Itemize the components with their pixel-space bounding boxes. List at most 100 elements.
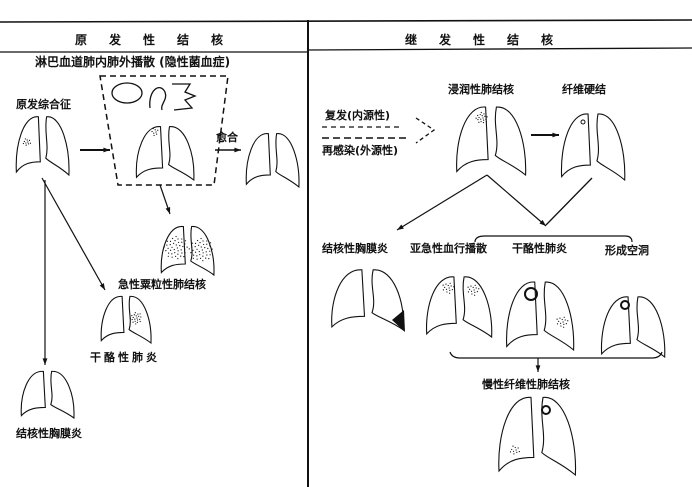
subacute-dots-l: [474, 291, 476, 293]
miliary-dots-l: [209, 245, 211, 247]
arrow-to-pleurisy-secondary-head: [397, 224, 404, 230]
miliary-dots-r: [177, 253, 179, 255]
miliary-dots-l: [206, 243, 208, 245]
chronic-dots: [516, 451, 518, 453]
ghon-focus: [25, 144, 27, 146]
caseous-dots: [134, 312, 136, 314]
spine-icon: [172, 83, 197, 111]
infiltrate-dots: [482, 117, 484, 119]
primary-header: 原发性结核: [75, 33, 246, 47]
lymph-node-icon: [111, 82, 143, 104]
arrow-to-caseous-head: [99, 283, 105, 290]
miliary-dots-l: [198, 250, 200, 253]
ghon-focus: [22, 142, 24, 145]
chronic-dots: [515, 449, 517, 451]
infiltrate-dots: [483, 119, 485, 121]
ghon-focus: [27, 141, 29, 143]
caseous-spread-dots: [560, 325, 562, 327]
miliary-dots-r: [177, 258, 179, 260]
infiltrate-dots: [486, 116, 488, 118]
miliary-dots-l: [204, 247, 206, 249]
infiltrate-dots: [477, 119, 479, 121]
caseous-dots: [135, 323, 137, 325]
pleural-effusion: [392, 310, 405, 332]
cavity-lungs-right-lung: [600, 296, 631, 356]
miliary-dots-l: [191, 246, 193, 248]
miliary-dots-r: [178, 241, 180, 244]
caseous-spread-dots: [567, 320, 569, 322]
dashed-arrowhead: [415, 117, 436, 144]
infiltrate-dots: [483, 113, 485, 115]
caseous-dots: [140, 316, 142, 318]
infiltrate-dots: [480, 120, 482, 123]
subacute-label: 亚急性血行播散: [410, 242, 487, 255]
arrow-to-miliary-head: [165, 207, 171, 214]
fibrotic-nodule: [580, 119, 586, 125]
miliary-dots-r: [171, 256, 173, 258]
miliary-lungs-right-lung: [160, 225, 186, 274]
subacute-dots-l: [472, 286, 474, 289]
miliary-dots-r: [173, 248, 175, 251]
dissemination-lungs-left-lung: [167, 126, 195, 182]
subacute-lungs-right-lung: [426, 276, 457, 336]
caseous-dots: [136, 321, 138, 323]
ghon-focus: [27, 143, 30, 145]
subacute-dots-l: [470, 285, 472, 287]
primary-pleurisy-label: 结核性胸膜炎: [16, 427, 82, 440]
caseous-dots: [129, 317, 131, 319]
caseous-spread-dots: [563, 323, 565, 325]
chronic-label: 慢性纤维性肺结核: [482, 378, 570, 391]
ghon-focus: [24, 138, 27, 140]
apical-focus: [153, 134, 155, 137]
miliary-dots-r: [174, 252, 176, 254]
chronic-dots: [517, 447, 519, 449]
miliary-dots-l: [194, 246, 196, 248]
miliary-dots-l: [200, 257, 202, 259]
miliary-dots-l: [205, 257, 207, 259]
miliary-dots-r: [171, 253, 173, 255]
chronic-dots: [511, 448, 513, 451]
arrow-to-dissemination-head: [103, 147, 110, 153]
fibrosis-branch-line: [545, 177, 593, 226]
primary-complex-label: 原发综合征: [16, 98, 71, 111]
miliary-dots-l: [188, 248, 190, 250]
primary-caseous-lungs-right-lung: [100, 295, 125, 342]
caseous-dots: [136, 319, 139, 321]
miliary-dots-l: [203, 243, 205, 246]
miliary-dots-l: [194, 242, 197, 245]
primary-complex-lungs-left-lung: [45, 116, 70, 177]
subacute-dots-r: [446, 291, 448, 293]
infiltrate-dots: [478, 116, 480, 119]
apical-focus: [153, 132, 155, 134]
infiltrate-dots: [475, 117, 477, 119]
miliary-dots-r: [184, 252, 186, 254]
fibrosis-label: 纤维硬结: [562, 83, 606, 96]
miliary-dots-r: [168, 252, 170, 254]
miliary-dots-l: [191, 242, 193, 244]
arrow-to-caseous: [41, 177, 106, 291]
chronic-dots: [509, 451, 512, 453]
healed-lungs-right-lung: [245, 133, 271, 186]
subacute-dots-l: [476, 291, 478, 293]
subacute-dots-l: [467, 291, 470, 293]
arrow-to-fibrosis-head: [552, 132, 559, 138]
subacute-dots-l: [471, 293, 473, 295]
miliary-dots-r: [171, 237, 174, 240]
apical-focus: [155, 131, 157, 133]
cavity-lungs-left-lung: [636, 296, 666, 359]
miliary-dots-r: [182, 245, 184, 248]
arrow-to-pleurisy-secondary: [396, 174, 488, 231]
miliary-dots-r: [165, 250, 167, 252]
infiltrate-dots: [485, 118, 487, 121]
subacute-dots-r: [450, 285, 452, 287]
subacute-dots-r: [442, 284, 444, 286]
subacute-dots-r: [447, 284, 449, 287]
bottom-bracket: [449, 351, 663, 359]
miliary-dots-l: [200, 246, 202, 248]
infiltrative-lungs-left-lung: [494, 106, 527, 177]
miliary-dots-l: [190, 252, 192, 254]
caseous-spread-dots: [558, 320, 560, 323]
miliary-dots-r: [167, 247, 169, 249]
miliary-label: 急性粟粒性肺结核: [118, 278, 206, 291]
